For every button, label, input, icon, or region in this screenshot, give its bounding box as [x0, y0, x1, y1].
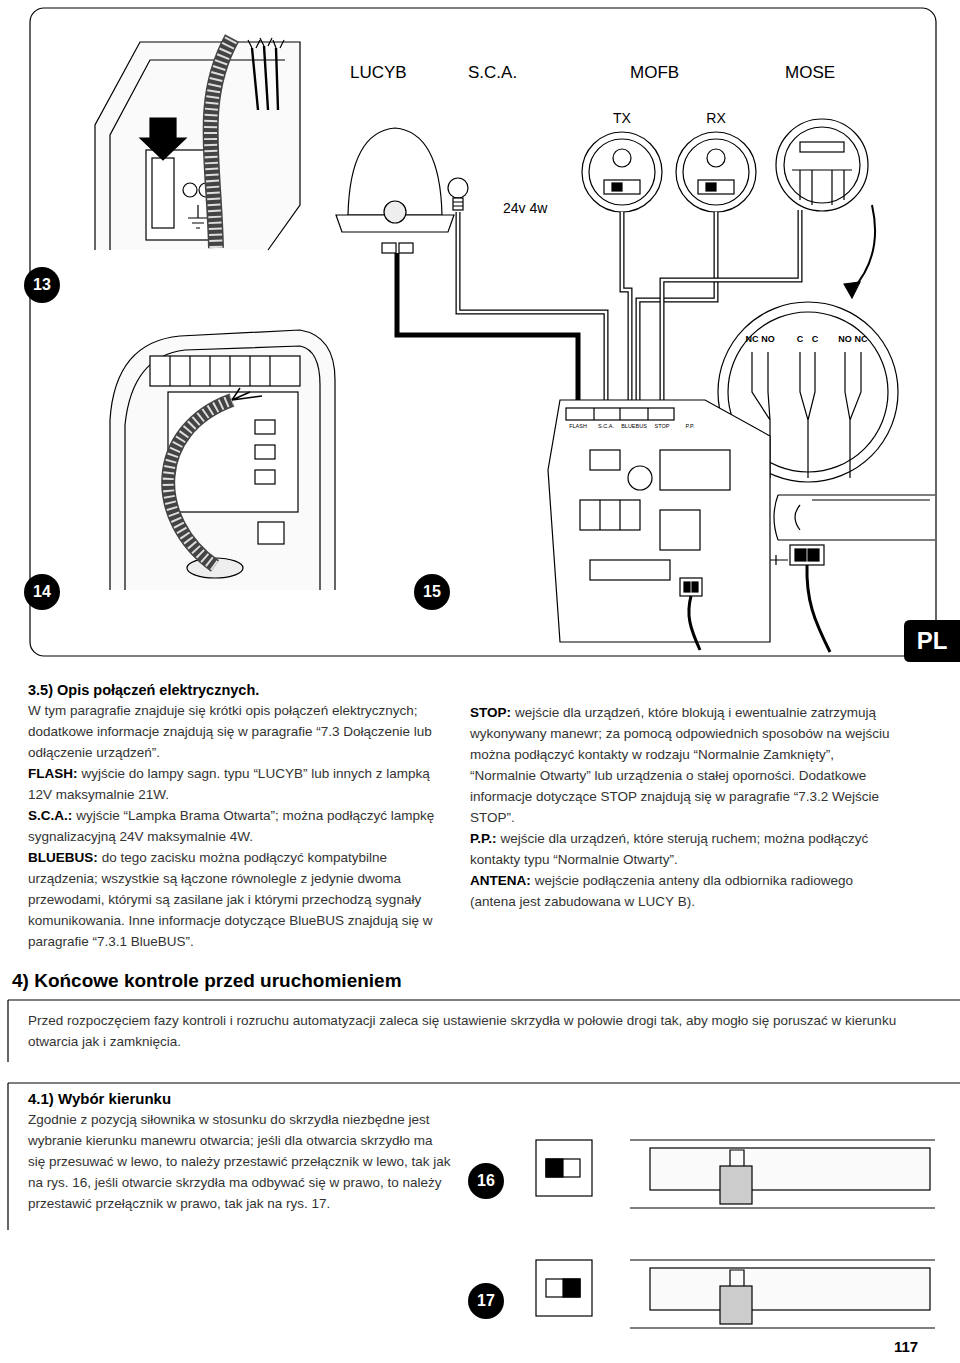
callout-number: 13	[24, 267, 60, 303]
term-label: FLASH:	[28, 766, 78, 781]
device-name: TX	[613, 110, 631, 126]
device-name: MOSE	[785, 63, 835, 83]
body-text: wejście dla urządzeń, które sterują ruch…	[470, 831, 868, 867]
paragraph: FLASH:wyjście do lampy sagn. typu “LUCYB…	[28, 763, 448, 805]
callout-disc	[24, 267, 60, 303]
section-heading: 4) Końcowe kontrole przed uruchomieniem	[12, 967, 912, 994]
terminal-label: FLASH	[569, 423, 587, 429]
terminal-label: P.P.	[686, 423, 695, 429]
body-text: wejście dla urządzeń, które blokują i ew…	[470, 705, 889, 825]
text-column: 4) Końcowe kontrole przed uruchomieniem	[12, 967, 912, 994]
section-rule	[8, 1083, 960, 1230]
paragraph: Przed rozpoczęciem fazy kontroli i rozru…	[28, 1010, 933, 1052]
terminal-housing	[95, 38, 300, 250]
callout-label: 13	[33, 277, 51, 293]
callout-number: 15	[414, 574, 450, 610]
callout-label: 16	[477, 1173, 495, 1189]
wires	[807, 565, 830, 652]
indicator-bulb	[448, 178, 468, 210]
text-column: Przed rozpoczęciem fazy kontroli i rozru…	[28, 1010, 933, 1052]
callout-label: 14	[33, 584, 51, 600]
contact-label: NC	[746, 334, 759, 344]
device-name: MOFB	[630, 63, 679, 83]
paragraph: STOP:wejście dla urządzeń, które blokują…	[470, 702, 895, 828]
paragraph: ANTENA:wejście podłączenia anteny dla od…	[470, 870, 895, 912]
section-heading: 4.1) Wybór kierunku	[28, 1088, 453, 1109]
terminal-label: BLUEBUS	[621, 423, 647, 429]
motor-housing	[110, 330, 335, 590]
wires	[232, 388, 262, 400]
paragraph: W tym paragrafie znajduje się krótki opi…	[28, 700, 448, 763]
term-label: S.C.A.:	[28, 808, 72, 823]
device-name: LUCYB	[350, 63, 407, 83]
key-selector	[776, 119, 868, 211]
contact-label: NC	[855, 334, 868, 344]
callout-label: 17	[477, 1293, 495, 1309]
term-label: P.P.:	[470, 831, 497, 846]
term-label: ANTENA:	[470, 873, 531, 888]
figure-frame	[30, 8, 936, 656]
terminal-label: S.C.A.	[598, 423, 614, 429]
paragraph: S.C.A.:wyjście “Lampka Brama Otwarta”; m…	[28, 805, 448, 847]
photocell	[582, 132, 662, 212]
paragraph: P.P.:wejście dla urządzeń, które sterują…	[470, 828, 895, 870]
body-text: Zgodnie z pozycją siłownika w stosunku d…	[28, 1112, 450, 1211]
callout-number: 17	[468, 1283, 504, 1319]
contact-label: NO	[838, 334, 852, 344]
pointer-arrow	[844, 282, 860, 298]
wires	[689, 596, 700, 650]
text-column: STOP:wejście dla urządzeń, które blokują…	[470, 702, 895, 912]
term-label: BLUEBUS:	[28, 850, 98, 865]
callout-disc	[468, 1163, 504, 1199]
cable-conduit	[168, 400, 232, 566]
pointer-arrow	[852, 205, 875, 290]
device-name: RX	[706, 110, 725, 126]
text-column: 4.1) Wybór kierunkuZgodnie z pozycją sił…	[28, 1088, 453, 1214]
body-text: W tym paragrafie znajduje się krótki opi…	[28, 703, 432, 760]
flashing-lamp	[336, 128, 454, 253]
term-label: STOP:	[470, 705, 511, 720]
paragraph: Zgodnie z pozycją siłownika w stosunku d…	[28, 1109, 453, 1214]
body-text: wyjście do lampy sagn. typu “LUCYB” lub …	[28, 766, 430, 802]
language-tab: PL	[904, 620, 960, 662]
direction-switch	[536, 1260, 592, 1316]
motor-detail	[770, 495, 935, 565]
cable-conduit	[211, 38, 233, 248]
photocell	[676, 132, 756, 212]
callout-disc	[468, 1283, 504, 1319]
body-text: wyjście “Lampka Brama Otwarta”; można po…	[28, 808, 434, 844]
rating-label: 24v 4w	[503, 200, 547, 216]
gate-drawing	[630, 1260, 935, 1328]
section-rule	[8, 1000, 960, 1062]
cable-conduit	[211, 38, 233, 248]
device-name: S.C.A.	[468, 63, 517, 83]
text-column: 3.5) Opis połączeń elektrycznych. W tym p…	[28, 680, 448, 952]
terminal-label: STOP	[655, 423, 670, 429]
tab-fill	[904, 620, 960, 662]
callout-disc	[414, 574, 450, 610]
section-heading: 3.5) Opis połączeń elektrycznych.	[28, 680, 448, 700]
gate-drawing	[630, 1140, 935, 1208]
cable-conduit	[168, 400, 232, 566]
body-text: Przed rozpoczęciem fazy kontroli i rozru…	[28, 1013, 896, 1049]
paragraph: 3.5) Opis połączeń elektrycznych.	[28, 680, 448, 700]
control-board	[548, 400, 770, 642]
language-code: PL	[917, 629, 948, 653]
contact-label: C	[812, 334, 819, 344]
paragraph: 4.1) Wybór kierunku	[28, 1088, 453, 1109]
callout-label: 15	[423, 584, 441, 600]
page-number: 117	[894, 1338, 918, 1355]
contact-label: NO	[761, 334, 775, 344]
contact-label: C	[797, 334, 804, 344]
callout-number: 14	[24, 574, 60, 610]
paragraph: BLUEBUS:do tego zacisku można podłączyć …	[28, 847, 448, 952]
direction-switch	[536, 1140, 592, 1196]
paragraph: 4) Końcowe kontrole przed uruchomieniem	[12, 967, 912, 994]
callout-disc	[24, 574, 60, 610]
callout-number: 16	[468, 1163, 504, 1199]
